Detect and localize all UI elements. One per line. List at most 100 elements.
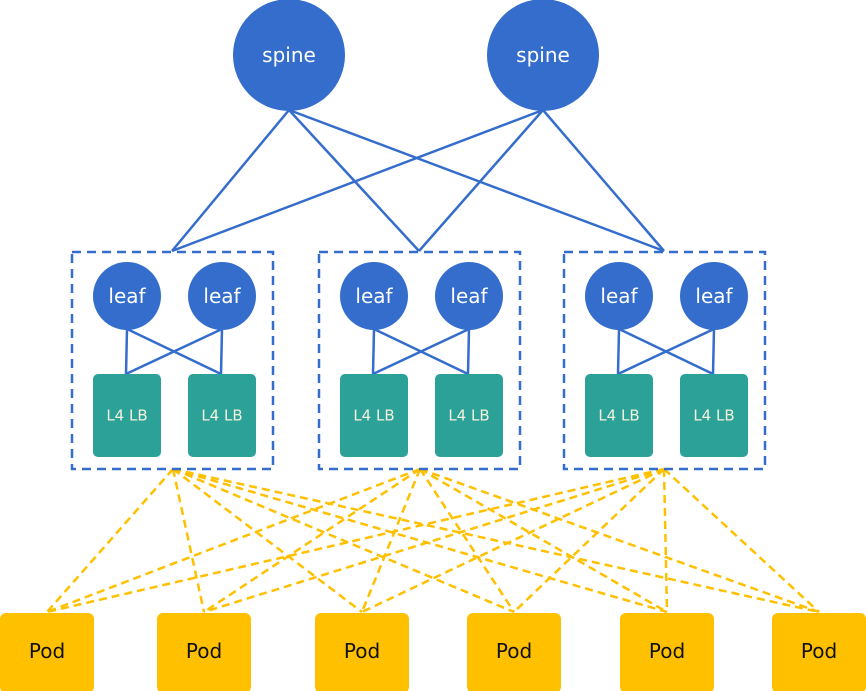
leaf-node[interactable]: leaf	[585, 262, 653, 330]
pod-node[interactable]: Pod	[157, 613, 251, 691]
leaf-node[interactable]: leaf	[680, 262, 748, 330]
leaf-lb-link	[124, 328, 129, 375]
group-pod-link	[46, 467, 665, 614]
leaf-circle	[93, 262, 161, 330]
group-pod-link	[203, 467, 665, 614]
spine-group-link	[171, 109, 290, 252]
group-pod-link	[418, 468, 516, 613]
pod-node[interactable]: Pod	[315, 613, 409, 691]
l4-lb-node[interactable]: L4 LB	[585, 374, 653, 457]
l4-lb-box	[93, 374, 161, 457]
spine-node[interactable]: spine	[487, 0, 599, 111]
leaf-lb-group: leaf leaf L4 LB L4 LB	[317, 250, 522, 471]
leaf-lb-link	[711, 328, 716, 375]
leaf-circle	[340, 262, 408, 330]
leaf-circle	[435, 262, 503, 330]
l4-lb-label: L4 LB	[201, 407, 242, 425]
spine-group-link	[542, 109, 665, 252]
group-to-pod-links	[46, 467, 820, 614]
l4-lb-label: L4 LB	[693, 407, 734, 425]
l4-lb-label: L4 LB	[448, 407, 489, 425]
l4-lb-box	[585, 374, 653, 457]
leaf-node[interactable]: leaf	[188, 262, 256, 330]
l4-lb-label: L4 LB	[598, 407, 639, 425]
pod-node[interactable]: Pod	[0, 613, 94, 691]
group-pod-link	[171, 468, 206, 613]
pod-box	[157, 613, 251, 691]
leaf-label: leaf	[695, 284, 733, 308]
spine-label: spine	[262, 43, 316, 67]
pod-node[interactable]: Pod	[772, 613, 866, 691]
group-pod-link	[172, 467, 668, 614]
spine-group-link	[171, 108, 544, 253]
leaf-lb-link	[125, 327, 223, 376]
pod-node[interactable]: Pod	[467, 613, 561, 691]
pod-box	[0, 613, 94, 691]
group-border	[70, 250, 275, 471]
pod-box	[315, 613, 409, 691]
leaf-label: leaf	[108, 284, 146, 308]
l4-lb-label: L4 LB	[353, 407, 394, 425]
group-pod-link	[46, 468, 174, 613]
group-pod-link	[360, 468, 422, 613]
l4-lb-box	[435, 374, 503, 457]
leaf-lb-link	[219, 328, 224, 375]
leaf-node[interactable]: leaf	[340, 262, 408, 330]
leaf-lb-group: leaf leaf L4 LB L4 LB	[562, 250, 767, 471]
group-pod-link	[662, 468, 669, 613]
spine-circle	[233, 0, 345, 111]
pod-label: Pod	[649, 639, 685, 663]
l4-lb-node[interactable]: L4 LB	[435, 374, 503, 457]
l4-lb-node[interactable]: L4 LB	[340, 374, 408, 457]
leaf-circle	[585, 262, 653, 330]
leaf-lb-link	[617, 327, 715, 376]
spine-group-link	[418, 109, 544, 252]
pod-box	[467, 613, 561, 691]
spine-nodes: spine spine	[233, 0, 599, 111]
pod-box	[620, 613, 714, 691]
pod-label: Pod	[344, 639, 380, 663]
l4-lb-node[interactable]: L4 LB	[93, 374, 161, 457]
group-pod-link	[419, 467, 820, 614]
leaf-circle	[188, 262, 256, 330]
l4-lb-node[interactable]: L4 LB	[680, 374, 748, 457]
group-pod-link	[513, 468, 665, 613]
leaf-label: leaf	[355, 284, 393, 308]
leaf-lb-link	[372, 327, 470, 376]
group-border	[317, 250, 522, 471]
leaf-node[interactable]: leaf	[93, 262, 161, 330]
l4-lb-label: L4 LB	[106, 407, 147, 425]
pod-box	[772, 613, 866, 691]
l4-lb-box	[188, 374, 256, 457]
leaf-lb-link	[616, 328, 621, 375]
group-pod-link	[203, 467, 421, 614]
leaf-lb-link	[371, 328, 376, 375]
leaf-lb-group: leaf leaf L4 LB L4 LB	[70, 250, 275, 471]
pod-label: Pod	[496, 639, 532, 663]
pod-node[interactable]: Pod	[620, 613, 714, 691]
leaf-node[interactable]: leaf	[435, 262, 503, 330]
leaf-label: leaf	[450, 284, 488, 308]
pod-nodes: Pod Pod Pod Pod Pod Pod	[0, 613, 866, 691]
group-pod-link	[172, 468, 363, 613]
group-pod-link	[419, 467, 668, 614]
leaf-circle	[680, 262, 748, 330]
group-pod-link	[172, 467, 515, 614]
pod-label: Pod	[801, 639, 837, 663]
l4-lb-box	[680, 374, 748, 457]
leaf-label: leaf	[600, 284, 638, 308]
l4-lb-box	[340, 374, 408, 457]
spine-group-link	[288, 108, 665, 253]
spine-to-group-links	[171, 108, 665, 253]
spine-circle	[487, 0, 599, 111]
spine-node[interactable]: spine	[233, 0, 345, 111]
l4-lb-node[interactable]: L4 LB	[188, 374, 256, 457]
group-pod-link	[663, 468, 820, 613]
group-pod-link	[172, 467, 820, 614]
group-border	[562, 250, 767, 471]
spine-label: spine	[516, 43, 570, 67]
leaf-lb-link	[466, 328, 471, 375]
leaf-label: leaf	[203, 284, 241, 308]
